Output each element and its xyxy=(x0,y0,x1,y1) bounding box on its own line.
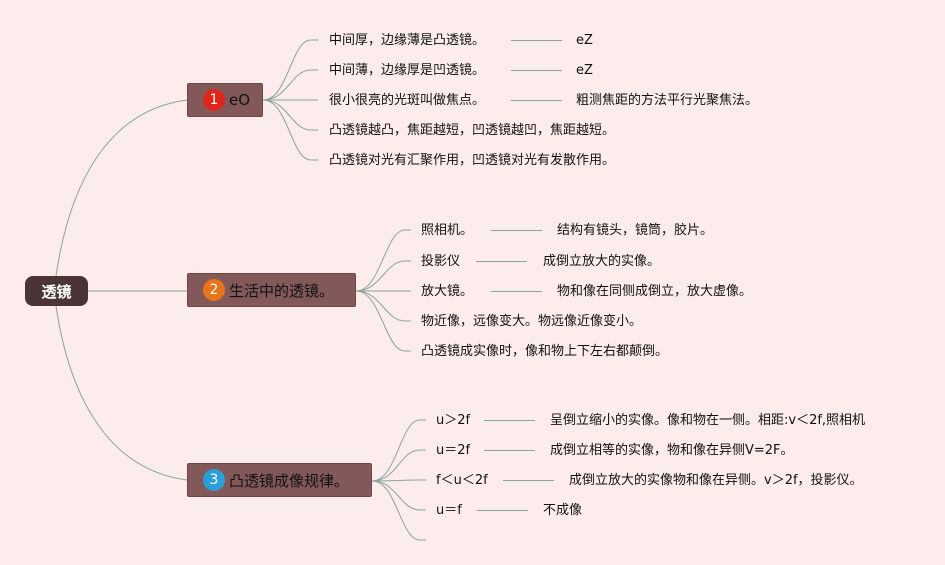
leaf-2-3-note: 物和像在同侧成倒立，放大虚像。 xyxy=(557,284,753,299)
branch-2-label: 生活中的透镜。 xyxy=(229,281,335,300)
leaf-3-3: f＜u＜2f xyxy=(436,473,488,488)
leaf-1-1-note: eZ xyxy=(576,33,593,48)
leaf-2-5: 凸透镜成实像时，像和物上下左右都颠倒。 xyxy=(421,344,669,359)
branch-3-fan-2 xyxy=(371,449,426,482)
leaf-connector xyxy=(484,450,535,451)
leaf-1-5: 凸透镜对光有汇聚作用，凹透镜对光有发散作用。 xyxy=(329,153,616,168)
leaf-2-1: 照相机。 xyxy=(421,223,474,238)
leaf-1-4: 凸透镜越凸，焦距越短，凹透镜越凹，焦距越短。 xyxy=(329,123,616,138)
leaf-connector xyxy=(476,261,527,262)
root-node[interactable]: 透镜 xyxy=(25,276,88,306)
leaf-2-2: 投影仪 xyxy=(421,254,461,269)
leaf-connector xyxy=(511,70,562,71)
leaf-3-4-note: 不成像 xyxy=(543,503,583,518)
leaf-3-1: u＞2f xyxy=(436,413,471,428)
leaf-2-4: 物近像，远像变大。物远像近像变小。 xyxy=(421,314,643,329)
leaf-3-3-note: 成倒立放大的实像物和像在异侧。v＞2f，投影仪。 xyxy=(569,473,863,488)
leaf-3-2-note: 成倒立相等的实像，物和像在异侧V=2F。 xyxy=(550,443,794,458)
leaf-1-3: 很小很亮的光斑叫做焦点。 xyxy=(329,93,486,108)
branch-1-badge: 1 xyxy=(203,89,225,111)
leaf-2-3: 放大镜。 xyxy=(421,284,474,299)
branch-1-fan-1 xyxy=(262,39,318,101)
root-label: 透镜 xyxy=(41,282,72,301)
branch-2-fan-1 xyxy=(355,229,411,292)
leaf-1-1: 中间厚，边缘薄是凸透镜。 xyxy=(329,33,486,48)
branch-3-fan-5 xyxy=(371,480,426,541)
root-to-branch-3 xyxy=(55,305,188,481)
leaf-1-2-note: eZ xyxy=(576,63,593,78)
branch-3-fan-3 xyxy=(371,479,426,482)
branch-2-node[interactable]: 2 生活中的透镜。 xyxy=(187,273,356,307)
branch-1-fan-2 xyxy=(262,69,318,101)
branch-3-fan-1 xyxy=(371,419,426,482)
branch-3-node[interactable]: 3 凸透镜成像规律。 xyxy=(187,463,372,497)
leaf-connector xyxy=(491,291,542,292)
branch-2-fan-2 xyxy=(355,260,411,292)
branch-2-fan-5 xyxy=(355,290,411,352)
leaf-1-3-note: 粗测焦距的方法平行光聚焦法。 xyxy=(576,93,759,108)
leaf-connector xyxy=(484,420,535,421)
branch-3-fan-4 xyxy=(371,480,426,511)
leaf-2-1-note: 结构有镜头，镜筒，胶片。 xyxy=(557,223,714,238)
root-to-branch-1 xyxy=(55,99,188,277)
leaf-3-4: u＝f xyxy=(436,503,462,518)
leaf-connector xyxy=(511,40,562,41)
branch-1-fan-4 xyxy=(262,99,318,131)
leaf-connector xyxy=(511,100,562,101)
leaf-connector xyxy=(503,480,554,481)
leaf-1-2: 中间薄，边缘厚是凹透镜。 xyxy=(329,63,486,78)
branch-2-badge: 2 xyxy=(203,279,225,301)
leaf-2-2-note: 成倒立放大的实像。 xyxy=(543,254,661,269)
branch-1-node[interactable]: 1 eO xyxy=(187,83,263,117)
leaf-connector xyxy=(491,230,542,231)
branch-3-label: 凸透镜成像规律。 xyxy=(229,471,350,490)
branch-1-label: eO xyxy=(229,91,251,109)
leaf-3-1-note: 呈倒立缩小的实像。像和物在一侧。相距:v＜2f,照相机 xyxy=(550,413,866,428)
leaf-connector xyxy=(477,510,528,511)
branch-2-fan-4 xyxy=(355,290,411,322)
leaf-3-2: u＝2f xyxy=(436,443,471,458)
branch-3-badge: 3 xyxy=(203,469,225,491)
branch-1-fan-5 xyxy=(262,99,318,161)
